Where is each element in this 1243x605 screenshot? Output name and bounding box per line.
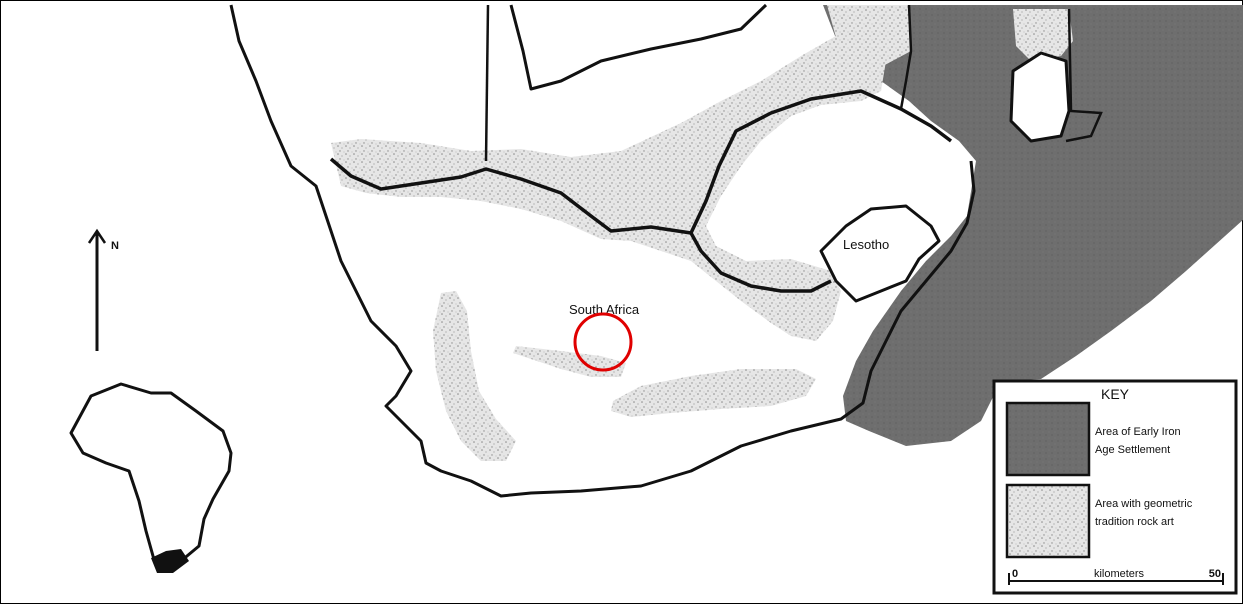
rock-art-area-southeast <box>611 369 816 417</box>
legend-title: KEY <box>1101 386 1130 402</box>
river-vaal <box>689 89 953 234</box>
iron-age-settlement-area <box>823 5 1243 446</box>
border-east <box>899 4 913 110</box>
legend-item-1-line1: Area of Early Iron <box>1095 426 1181 438</box>
red-circle-marker <box>573 312 633 372</box>
swaziland-outline <box>1009 51 1071 143</box>
scale-unit: kilometers <box>1094 568 1145 580</box>
border-top-right <box>1065 8 1103 143</box>
border-north <box>484 4 490 162</box>
rock-art-area-central <box>513 346 626 377</box>
north-arrow-icon <box>87 228 107 351</box>
rock-art-area-top <box>827 5 911 67</box>
rock-art-area-north <box>331 21 886 341</box>
legend-item-1-line2: Age Settlement <box>1095 444 1170 456</box>
coastline <box>229 4 976 498</box>
north-label: N <box>111 240 119 252</box>
legend-item-2-line2: tradition rock art <box>1095 516 1174 528</box>
scale-end: 50 <box>1209 568 1221 580</box>
rock-art-area-northeast <box>1013 9 1073 61</box>
border-northeast <box>509 3 768 91</box>
legend-item-2-line1: Area with geometric <box>1095 498 1193 510</box>
lesotho-label: Lesotho <box>843 237 889 252</box>
rock-art-area-west <box>433 291 516 461</box>
south-africa-label: South Africa <box>569 302 640 317</box>
scale-start: 0 <box>1012 568 1018 580</box>
river-orange <box>329 157 832 293</box>
africa-inset <box>69 382 233 573</box>
lesotho-outline <box>819 204 941 303</box>
legend: KEY Area of Early Iron Age Settlement Ar… <box>992 379 1238 595</box>
